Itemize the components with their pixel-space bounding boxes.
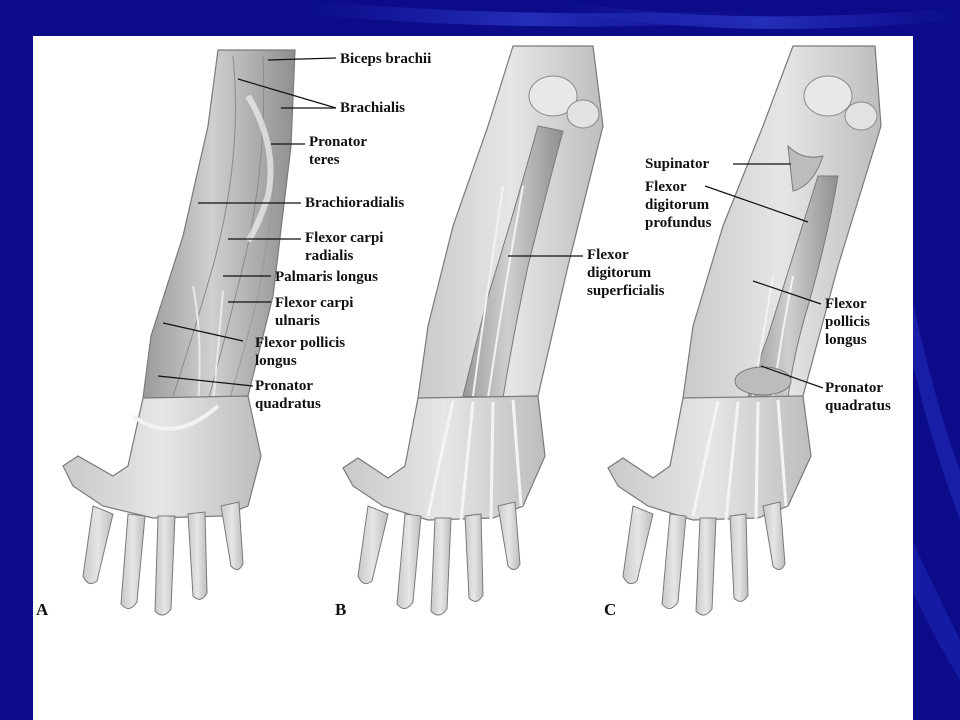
- label-flexor-digitorum-profundus-line2: digitorum: [645, 197, 710, 213]
- anatomy-figure-panel: Biceps brachii Brachialis Pronator teres…: [33, 36, 913, 720]
- label-brachioradialis: Brachioradialis: [305, 195, 405, 211]
- label-flexor-digitorum-superficialis-line1: Flexor: [587, 247, 629, 263]
- label-flexor-carpi-ulnaris-line1: Flexor carpi: [275, 295, 354, 311]
- label-flexor-pollicis-longus-c-line1: Flexor: [825, 296, 867, 312]
- label-flexor-pollicis-longus-c-line2: pollicis: [825, 314, 871, 330]
- label-flexor-carpi-radialis-line1: Flexor carpi: [305, 230, 384, 246]
- arm-b-illustration: [342, 45, 604, 616]
- label-pronator-teres-line2: teres: [309, 152, 340, 168]
- label-pronator-quadratus-line2: quadratus: [255, 396, 321, 412]
- panel-letter-b: B: [335, 600, 347, 619]
- arm-a-illustration: [62, 49, 337, 616]
- label-flexor-pollicis-longus-line1: Flexor pollicis: [255, 335, 346, 351]
- panel-letter-a: A: [36, 600, 49, 619]
- label-pronator-quadratus-line1: Pronator: [255, 378, 314, 394]
- label-supinator: Supinator: [645, 156, 710, 172]
- label-pronator-quadratus-c-line2: quadratus: [825, 398, 891, 414]
- label-palmaris-longus: Palmaris longus: [275, 269, 378, 285]
- forearm-illustrations: [62, 45, 882, 616]
- arm-a-leader-lines: [157, 57, 337, 387]
- label-biceps-brachii: Biceps brachii: [340, 51, 432, 67]
- label-flexor-digitorum-superficialis-line2: digitorum: [587, 265, 652, 281]
- panel-letter-c: C: [604, 600, 617, 619]
- label-flexor-pollicis-longus-line2: longus: [255, 353, 297, 369]
- arm-c-leader-lines: [704, 163, 824, 389]
- label-flexor-pollicis-longus-c-line3: longus: [825, 332, 867, 348]
- label-flexor-digitorum-superficialis-line3: superficialis: [587, 283, 665, 299]
- label-flexor-digitorum-profundus-line3: profundus: [645, 215, 712, 231]
- label-flexor-carpi-radialis-line2: radialis: [305, 248, 354, 264]
- label-flexor-digitorum-profundus-line1: Flexor: [645, 179, 687, 195]
- label-pronator-quadratus-c-line1: Pronator: [825, 380, 884, 396]
- arm-c-illustration: [607, 45, 882, 616]
- label-flexor-carpi-ulnaris-line2: ulnaris: [275, 313, 321, 329]
- label-pronator-teres-line1: Pronator: [309, 134, 368, 150]
- label-brachialis: Brachialis: [340, 100, 406, 116]
